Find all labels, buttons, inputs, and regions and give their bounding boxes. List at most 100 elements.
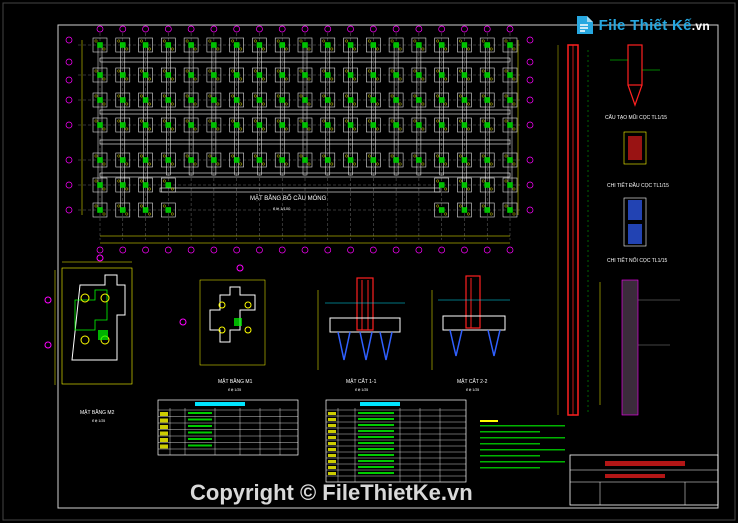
pile: [140, 39, 143, 43]
axis-bubble: [438, 246, 446, 254]
column: [279, 122, 285, 128]
axis-bubble: [526, 206, 534, 214]
pile: [94, 69, 98, 73]
pile: [512, 102, 516, 106]
pile: [208, 69, 212, 73]
pile: [140, 179, 143, 183]
pile-cap: [388, 37, 404, 53]
pile: [367, 119, 371, 123]
column: [507, 182, 513, 188]
column: [97, 182, 103, 188]
pile-cap: [206, 37, 222, 53]
axis-bubble: [256, 25, 263, 33]
pile: [117, 179, 121, 183]
pile: [504, 179, 508, 183]
pile: [299, 154, 303, 158]
section-2-2-title: MẶT CẮT 2-2: [457, 377, 488, 385]
column: [302, 72, 308, 78]
axis-bubble: [187, 246, 195, 254]
pile: [444, 47, 448, 51]
table-cell-mark: [160, 444, 168, 449]
pile-cap: [92, 152, 108, 168]
pile-cap: [479, 67, 495, 83]
pile: [193, 102, 197, 106]
column: [165, 97, 172, 103]
pile: [170, 77, 174, 81]
axis-bubble: [233, 246, 241, 254]
section-1-1-title: MẶT CẮT 1-1: [346, 377, 377, 385]
note-line: [480, 467, 540, 469]
pile: [276, 39, 280, 43]
pile-cap: [297, 92, 313, 108]
pile-cap: [92, 117, 108, 133]
pile-cap: [115, 177, 131, 193]
pile: [254, 69, 257, 73]
pile: [390, 69, 394, 73]
column: [484, 97, 490, 103]
column: [120, 157, 126, 163]
pile: [148, 102, 151, 106]
pile: [185, 39, 189, 43]
pile: [322, 94, 326, 98]
pile-cap: [138, 92, 153, 108]
pile: [284, 102, 288, 106]
pile: [444, 162, 448, 166]
column: [97, 72, 103, 78]
column: [370, 157, 377, 163]
column: [347, 42, 354, 48]
pile: [162, 154, 166, 158]
axis-bubble: [119, 25, 127, 33]
pile-cap: [297, 37, 313, 53]
pile: [117, 69, 121, 73]
axis-bubble: [96, 25, 104, 33]
pile-cap: [183, 67, 199, 83]
pile: [467, 187, 470, 191]
column: [461, 182, 468, 188]
pile: [345, 154, 348, 158]
pile: [390, 39, 394, 43]
pile-cap: [183, 92, 199, 108]
axis-bubble: [210, 25, 218, 33]
rebar-schedule-2: [325, 399, 467, 483]
axis-bubble: [483, 25, 491, 33]
pile-cap: [502, 202, 518, 218]
column: [97, 97, 103, 103]
pile: [102, 187, 106, 191]
pile-cap: [411, 92, 427, 108]
column: [256, 122, 263, 128]
pile: [216, 47, 220, 51]
pile: [148, 127, 151, 131]
column: [165, 42, 172, 48]
tie-beam: [99, 57, 511, 63]
axis-bubble: [461, 25, 468, 33]
rebar-schedule-1: [157, 399, 299, 456]
table-cell-mark: [328, 448, 336, 451]
column: [142, 182, 149, 188]
axis-bubble: [526, 181, 534, 189]
column: [97, 122, 103, 128]
pile-cap: [457, 117, 472, 133]
column: [279, 157, 285, 163]
table-cell-mark: [188, 412, 212, 414]
pile: [345, 39, 348, 43]
pile-cap: [502, 92, 518, 108]
pile: [140, 154, 143, 158]
pile: [299, 119, 303, 123]
pile-cap: [161, 117, 176, 133]
pile: [254, 119, 257, 123]
table-cell-mark: [160, 418, 168, 423]
foundation-plan-scale: tỉ lệ 1/100: [273, 206, 291, 211]
axis-bubble: [301, 25, 309, 33]
pile-cap: [161, 177, 176, 193]
pile: [284, 77, 288, 81]
pile-cap: [229, 67, 244, 83]
pile: [193, 77, 197, 81]
table-cell-mark: [358, 460, 394, 462]
pile-cap: [138, 202, 153, 218]
column: [370, 122, 377, 128]
pile: [125, 77, 129, 81]
column: [325, 157, 331, 163]
pile: [467, 162, 470, 166]
pile: [390, 154, 394, 158]
table-cell-mark: [188, 418, 212, 421]
